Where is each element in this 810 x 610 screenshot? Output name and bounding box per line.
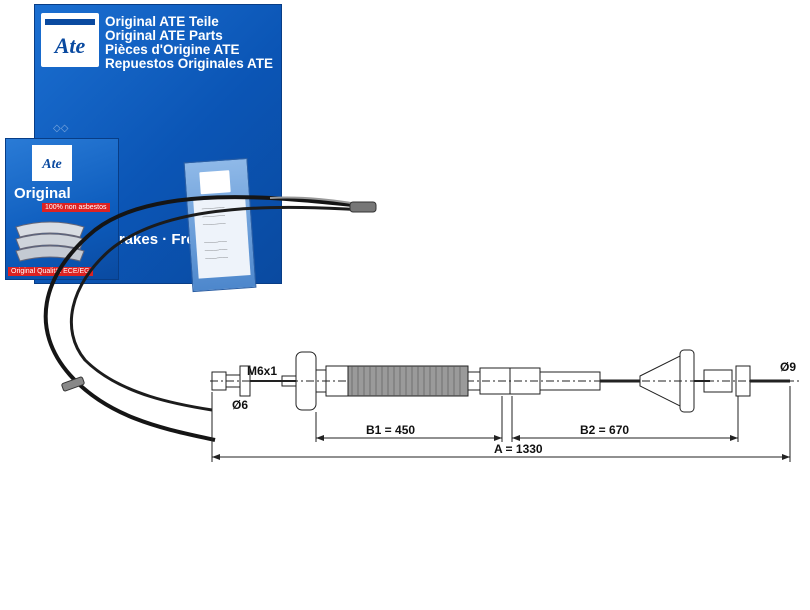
box-line-es: Repuestos Originales ATE [105,56,274,71]
sheath-ribbing [351,366,461,396]
brake-pad-box: Ate Original 100% non asbestos Original … [5,138,119,280]
dim-d6: Ø6 [232,398,249,412]
handbrake-cable-photo [43,195,377,442]
dim-m6x1: M6x1 [247,364,278,378]
dim-b2: B2 = 670 [580,423,630,437]
ate-logo: Ate [41,13,99,67]
small-box-title: Original [14,185,71,202]
small-ate-logo: Ate [32,145,72,181]
right-fitting [703,369,733,393]
watermark-icon: ◇◇ [53,123,69,134]
asbestos-badge: 100% non asbestos [42,203,110,212]
cable-sheath-2 [69,205,366,412]
cable-end-fitting [349,201,377,213]
ate-logo-text: Ate [54,33,86,58]
logo-bar [45,19,95,25]
dim-a: A = 1330 [494,442,543,456]
box-line-en: Original ATE Parts [105,28,223,43]
box-line-de: Original ATE Teile [105,14,219,29]
outer-sheath-b1 [347,365,469,397]
quality-strip: Original Qualität ECE/EG [8,267,93,276]
dimension-arrows [212,435,790,460]
cable-ferrule [61,376,85,392]
box-line-fr: Pièces d'Origine ATE [105,42,240,57]
dim-b1: B1 = 450 [366,423,416,437]
cable-sheath [43,195,373,442]
small-ate-logo-text: Ate [42,157,62,172]
brake-pads-illustration [15,221,85,262]
box-title-lines: Original ATE Teile Original ATE Parts Pi… [105,15,273,71]
dim-d9: Ø9 [780,360,797,374]
